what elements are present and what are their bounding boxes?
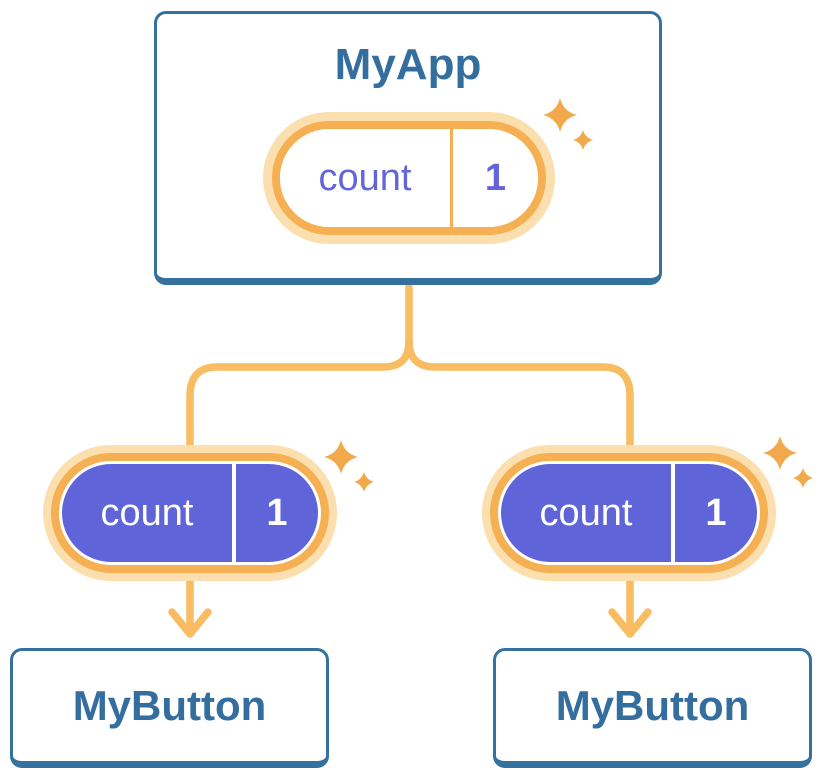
arrowhead-left-icon <box>168 608 212 638</box>
prop-name: count <box>539 491 633 534</box>
prop-value: 1 <box>705 491 727 534</box>
prop-pill-ring: count 1 <box>490 453 768 573</box>
sparkles-icon <box>543 98 593 150</box>
component-title: MyButton <box>555 682 750 729</box>
state-value: 1 <box>484 156 507 199</box>
sparkles-icon <box>324 440 374 492</box>
prop-value: 1 <box>266 491 288 534</box>
state-pill-ring: count 1 <box>272 121 546 235</box>
state-pill-body: count 1 <box>280 129 538 227</box>
prop-name: count <box>100 491 194 534</box>
pill-divider <box>450 129 453 227</box>
component-card-mybutton-right: MyButton <box>493 648 812 768</box>
pill-divider <box>232 464 236 562</box>
pill-divider <box>671 464 675 562</box>
component-title: MyApp <box>334 40 482 89</box>
prop-pill-ring: count 1 <box>51 453 329 573</box>
state-name: count <box>318 156 412 199</box>
prop-pill-body: count 1 <box>501 464 757 562</box>
prop-pill-body: count 1 <box>62 464 318 562</box>
arrowhead-right-icon <box>608 608 652 638</box>
state-pill-myapp: count 1 <box>263 112 555 244</box>
component-title: MyButton <box>72 682 267 729</box>
connector-branch-right <box>405 337 634 634</box>
sparkles-icon <box>763 436 813 488</box>
prop-pill-right: count 1 <box>482 445 776 581</box>
connector-branch-left <box>186 337 413 634</box>
component-card-mybutton-left: MyButton <box>10 648 329 768</box>
prop-pill-left: count 1 <box>43 445 337 581</box>
